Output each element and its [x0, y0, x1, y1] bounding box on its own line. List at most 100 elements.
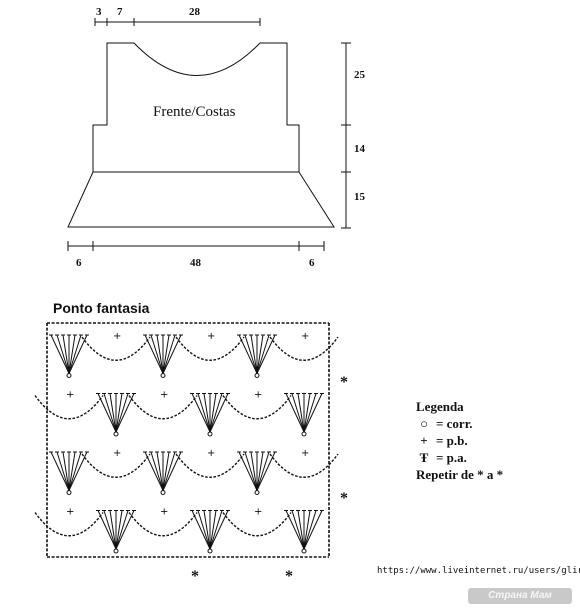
double-crochet-stitch: [297, 510, 305, 550]
double-crochet-stitch: [68, 334, 76, 374]
legend-item-single-crochet: + = p.b.: [416, 432, 503, 449]
repeat-mark-bottom-1: *: [191, 568, 199, 585]
double-crochet-stitch: [162, 334, 182, 374]
double-crochet-stitch: [197, 393, 211, 433]
legend-item-text: = p.b.: [436, 433, 468, 448]
legend-title: Legenda: [416, 399, 464, 414]
double-crochet-stitch: [303, 510, 323, 550]
double-crochet-stitch: [256, 451, 270, 491]
double-crochet-stitch: [209, 393, 229, 433]
chain-stitch: [160, 373, 166, 378]
double-crochet-stitch: [156, 451, 164, 491]
dim-top-7: 7: [117, 6, 123, 18]
dim-top-28: 28: [189, 6, 201, 18]
chain-arch: [175, 336, 245, 361]
legend-item-double-crochet: Ŧ = p.a.: [416, 449, 503, 466]
double-crochet-stitch: [303, 510, 311, 550]
double-crochet-stitch: [156, 334, 164, 374]
double-crochet-stitch: [203, 510, 211, 550]
double-crochet-stitch: [244, 451, 258, 491]
chain-arch: [175, 453, 245, 478]
double-crochet-stitch: [238, 334, 258, 374]
garment-schematic: [67, 42, 335, 228]
schematic-label: Frente/Costas: [153, 104, 236, 120]
double-crochet-stitch: [68, 334, 88, 374]
single-crochet-symbol-icon: +: [420, 433, 428, 448]
watermark: Страна Мам: [468, 588, 572, 604]
double-crochet-stitch: [209, 510, 229, 550]
repeat-mark-right-2: *: [340, 490, 348, 507]
double-crochet-stitch: [62, 451, 70, 491]
double-crochet-stitch: [162, 451, 176, 491]
double-crochet-stitch: [62, 334, 70, 374]
double-crochet-stitch: [297, 393, 305, 433]
double-crochet-stitch: [103, 510, 117, 550]
legend-item-chain: ○ = corr.: [416, 415, 503, 432]
double-crochet-stitch: [191, 510, 211, 550]
single-crochet-stitch: +: [66, 390, 74, 401]
chain-stitch: [207, 548, 213, 554]
double-crochet-stitch: [209, 393, 223, 433]
double-crochet-stitch: [97, 510, 117, 550]
chain-arch: [128, 395, 198, 420]
chain-stitch: [66, 490, 72, 495]
chain-arch: [34, 395, 104, 420]
double-crochet-stitch: [50, 334, 70, 374]
double-crochet-stitch: [303, 393, 317, 433]
single-crochet-stitch: +: [254, 390, 262, 401]
dim-bottom-48: 48: [190, 257, 202, 269]
single-crochet-stitch: +: [207, 448, 215, 459]
chain-symbol-icon: ○: [420, 416, 428, 431]
chain-arch: [222, 395, 292, 420]
double-crochet-stitch: [115, 510, 135, 550]
double-crochet-stitch: [144, 451, 164, 491]
double-crochet-stitch: [209, 393, 217, 433]
double-crochet-stitch: [56, 451, 70, 491]
double-crochet-stitch: [203, 393, 211, 433]
double-crochet-stitch: [144, 334, 164, 374]
chain-arch: [269, 453, 339, 478]
single-crochet-stitch: +: [301, 331, 309, 342]
chain-arch: [34, 512, 104, 537]
chain-stitch: [160, 490, 166, 495]
double-crochet-stitch: [50, 451, 70, 491]
single-crochet-stitch: +: [113, 448, 121, 459]
garment-outline: [67, 42, 335, 228]
double-crochet-stitch: [150, 334, 164, 374]
single-crochet-stitch: +: [160, 390, 168, 401]
dim-bottom-6-right: 6: [309, 257, 315, 269]
chain-stitch: [301, 431, 307, 437]
chain-stitch: [207, 431, 213, 437]
chain-arch: [81, 336, 151, 361]
chart-title: Ponto fantasia: [53, 300, 150, 316]
repeat-mark-right-1: *: [340, 374, 348, 391]
chain-stitch: [113, 548, 119, 554]
double-crochet-stitch: [115, 393, 123, 433]
double-crochet-stitch: [256, 451, 264, 491]
dim-right-15: 15: [354, 191, 366, 203]
dim-bottom-6-left: 6: [76, 257, 82, 269]
single-crochet-stitch: +: [301, 448, 309, 459]
double-crochet-stitch: [150, 451, 164, 491]
double-crochet-stitch: [256, 334, 270, 374]
double-crochet-stitch: [285, 510, 305, 550]
double-crochet-stitch: [250, 334, 258, 374]
legend-item-text: = p.a.: [436, 450, 467, 465]
double-crochet-stitch: [303, 510, 317, 550]
double-crochet-stitch: [256, 334, 264, 374]
chain-arch: [81, 453, 151, 478]
double-crochet-stitch: [68, 451, 88, 491]
double-crochet-symbol-icon: Ŧ: [419, 450, 429, 465]
double-crochet-stitch: [291, 510, 305, 550]
double-crochet-stitch: [162, 451, 182, 491]
double-crochet-stitch: [109, 393, 117, 433]
double-crochet-stitch: [115, 510, 123, 550]
legend-item-text: = corr.: [436, 416, 473, 431]
double-crochet-stitch: [162, 451, 170, 491]
single-crochet-stitch: +: [66, 507, 74, 518]
double-crochet-stitch: [291, 393, 305, 433]
chain-stitch: [301, 548, 307, 554]
double-crochet-stitch: [68, 334, 82, 374]
bottom-dimension-line: [67, 241, 325, 251]
legend: Legenda ○ = corr. + = p.b. Ŧ = p.a. Repe…: [416, 398, 503, 483]
